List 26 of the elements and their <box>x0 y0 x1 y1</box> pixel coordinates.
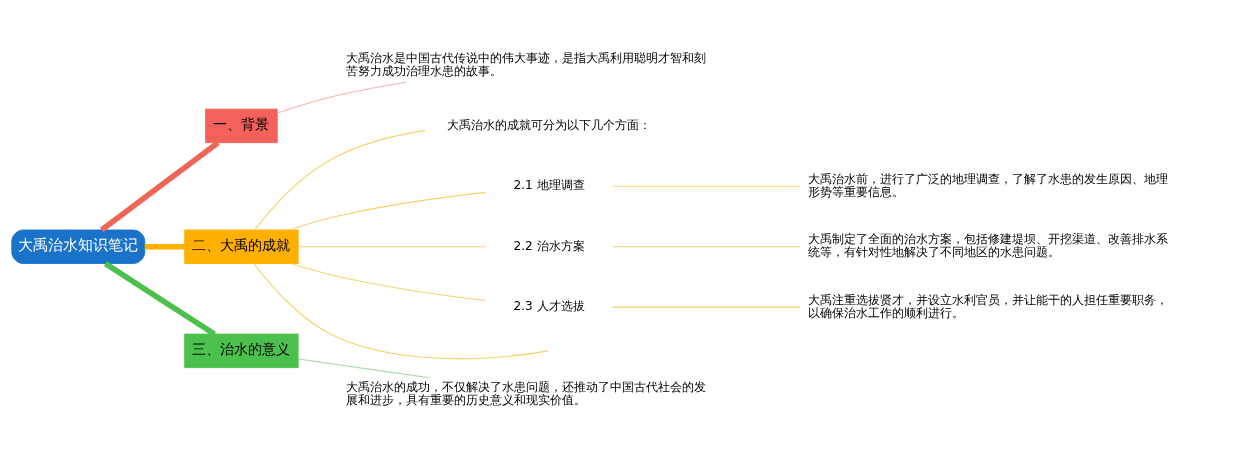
connector <box>612 306 801 308</box>
connector <box>612 246 801 248</box>
node-box: 二、大禹的成就 <box>184 229 299 264</box>
node-text: 大禹治水的成功，不仅解决了水患问题，还推动了中国古代社会的发展和进步，具有重要的历史意义和现实价值。 <box>345 380 706 408</box>
node-text: 2.2 治水方案 <box>513 238 585 253</box>
connector <box>297 246 486 248</box>
node-text: 大禹治水前，进行了广泛的地理调查，了解了水患的发生原因、地理形势等重要信息。 <box>807 171 1168 199</box>
connector <box>254 129 426 231</box>
connector <box>290 262 486 302</box>
node-box: 三、治水的意义 <box>184 333 299 369</box>
node-text: 大禹治水的成就可分为以下几个方面： <box>447 118 652 133</box>
node-text: 大禹治水是中国古代传说中的伟大事迹，是指大禹利用聪明才智和刻苦努力成功治理水患的故事。 <box>345 51 706 79</box>
node-box: 大禹治水知识笔记 <box>11 229 146 264</box>
node-text: 大禹注重选拔贤才，并设立水利官员，并让能干的人担任重要职务，以确保治水工作的顺利进行。 <box>807 292 1168 320</box>
node-box: 一、背景 <box>205 108 278 144</box>
connector <box>276 81 407 114</box>
connector <box>253 262 549 360</box>
connector <box>288 191 486 231</box>
connector <box>144 243 185 250</box>
connector <box>612 185 801 187</box>
connector <box>99 140 220 233</box>
node-text: 2.3 人才选拔 <box>513 299 585 314</box>
node-text: 2.1 地理调查 <box>513 178 585 193</box>
connector <box>297 358 430 379</box>
connector <box>103 261 216 337</box>
node-text: 大禹制定了全面的治水方案，包括修建堤坝、开挖渠道、改善排水系统等，有针对性地解决了不同地区的水患问题。 <box>807 232 1168 260</box>
